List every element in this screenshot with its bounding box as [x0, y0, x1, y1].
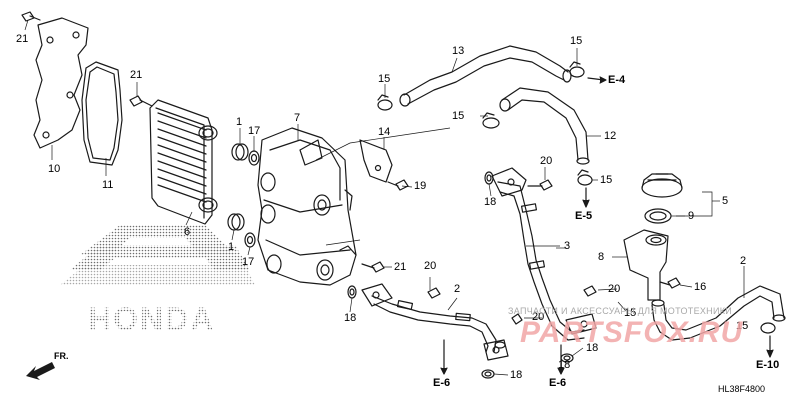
- part-20-bolt-b: [427, 287, 441, 299]
- callout-20-d: 20: [532, 311, 545, 323]
- part-19-bolt: [387, 179, 409, 191]
- part-15-clamp-a: [377, 94, 393, 111]
- part-18-washer-a: [484, 171, 494, 185]
- part-15-clamp-e: [760, 322, 776, 334]
- ref-e6-left: E-6: [433, 377, 451, 389]
- part-18-washer-c: [481, 369, 495, 379]
- callout-13: 13: [452, 45, 465, 57]
- callout-20-a: 20: [540, 155, 553, 167]
- callout-20-c: 20: [608, 283, 621, 295]
- honda-wing-logo: [60, 225, 255, 285]
- callout-19: 19: [414, 180, 427, 192]
- part-5-body-housing: [257, 127, 357, 286]
- part-18-washer-b: [347, 285, 357, 299]
- callout-15-c: 15: [570, 35, 583, 47]
- callout-2: 2: [454, 283, 461, 295]
- callout-6: 5: [722, 195, 729, 207]
- part-20-bolt-a: [527, 179, 553, 191]
- callout-14: 14: [378, 126, 391, 138]
- callout-18-d: 18: [510, 369, 523, 381]
- callout-20-b: 20: [424, 260, 437, 272]
- part-20-bolt-c: [583, 285, 597, 297]
- diagram-code: HL38F4800: [718, 384, 766, 394]
- part-13-hose: [399, 45, 572, 107]
- part-14-bracket: [359, 139, 393, 183]
- part-3-pipe: [491, 167, 597, 341]
- callout-18-c: 18: [586, 342, 599, 354]
- front-direction-label: FR.: [54, 351, 69, 361]
- callout-15-f: 15: [624, 307, 637, 319]
- callout-18-e: 18: [558, 359, 571, 371]
- callout-15-a: 15: [378, 73, 391, 85]
- callout-18-b: 18: [344, 312, 357, 324]
- callout-16: 16: [694, 281, 707, 293]
- callout-18-a: 18: [484, 196, 497, 208]
- callout-15-d: 15: [600, 174, 613, 186]
- ref-e10: E-10: [756, 359, 780, 371]
- callout-21-lower: 21: [394, 261, 407, 273]
- part-11-hose: [651, 285, 786, 341]
- watermark-logo: PARTSFOX.RU: [520, 316, 744, 349]
- callout-8: 10: [48, 163, 61, 175]
- part-18-washer-e: [494, 341, 506, 349]
- ref-e5: E-5: [575, 210, 593, 222]
- part-21-bolt-upper: [129, 95, 153, 107]
- leader-lines: [24, 19, 745, 376]
- callout-17-lower: 17: [242, 256, 255, 268]
- callout-21-top-left: 21: [16, 33, 29, 45]
- ref-arrows: [440, 76, 774, 375]
- callout-5: 7: [294, 112, 301, 124]
- part-16-bolt: [659, 277, 681, 289]
- part-4-oil-cooler: [149, 99, 218, 225]
- part-9-gasket: [81, 61, 123, 166]
- part-2-pipe: [361, 283, 509, 361]
- honda-wordmark: HONDA: [88, 301, 215, 337]
- part-7-seal-ring: [644, 208, 672, 224]
- part-20-bolt-d: [511, 313, 523, 325]
- part-21-bolt-top-left: [21, 11, 41, 22]
- part-21-bolt-lower: [361, 261, 385, 273]
- callout-12: 12: [604, 130, 617, 142]
- part-17-washer-lower: [244, 232, 256, 248]
- part-15-clamp-c: [569, 61, 585, 78]
- part-15-clamp-b: [482, 112, 500, 129]
- part-1-o-ring-upper: [231, 143, 249, 161]
- watermark-caption: ЗАПЧАСТИ И АКСЕССУАРЫ ДЛЯ МОТОТЕХНИКИ: [508, 306, 733, 316]
- callout-1-upper: 1: [236, 116, 243, 128]
- part-6-radiator-cap: [641, 173, 683, 198]
- callout-9: 11: [102, 179, 114, 191]
- part-10-filler-neck: [623, 229, 669, 301]
- callout-17-upper: 17: [248, 125, 261, 137]
- svg-text:HONDA: HONDA: [88, 301, 215, 337]
- callout-4: 6: [184, 226, 191, 238]
- callout-15-b: 15: [452, 110, 465, 122]
- callout-15-e: 15: [736, 320, 749, 332]
- callout-1-lower: 1: [228, 241, 235, 253]
- part-1-o-ring-lower: [227, 213, 245, 231]
- part-17-washer-upper: [248, 150, 260, 166]
- part-8-cover-plate: [33, 17, 89, 149]
- callout-10: 8: [598, 251, 605, 263]
- part-15-clamp-d: [577, 169, 593, 186]
- callout-11: 2: [740, 255, 747, 267]
- callout-3: 3: [564, 240, 571, 252]
- part-12-hose: [499, 87, 590, 165]
- callout-21-upper: 21: [130, 69, 143, 81]
- front-direction-arrow: [26, 362, 55, 380]
- callout-7: 9: [688, 210, 695, 222]
- ref-e6-right: E-6: [549, 377, 567, 389]
- ref-e4: E-4: [608, 74, 626, 86]
